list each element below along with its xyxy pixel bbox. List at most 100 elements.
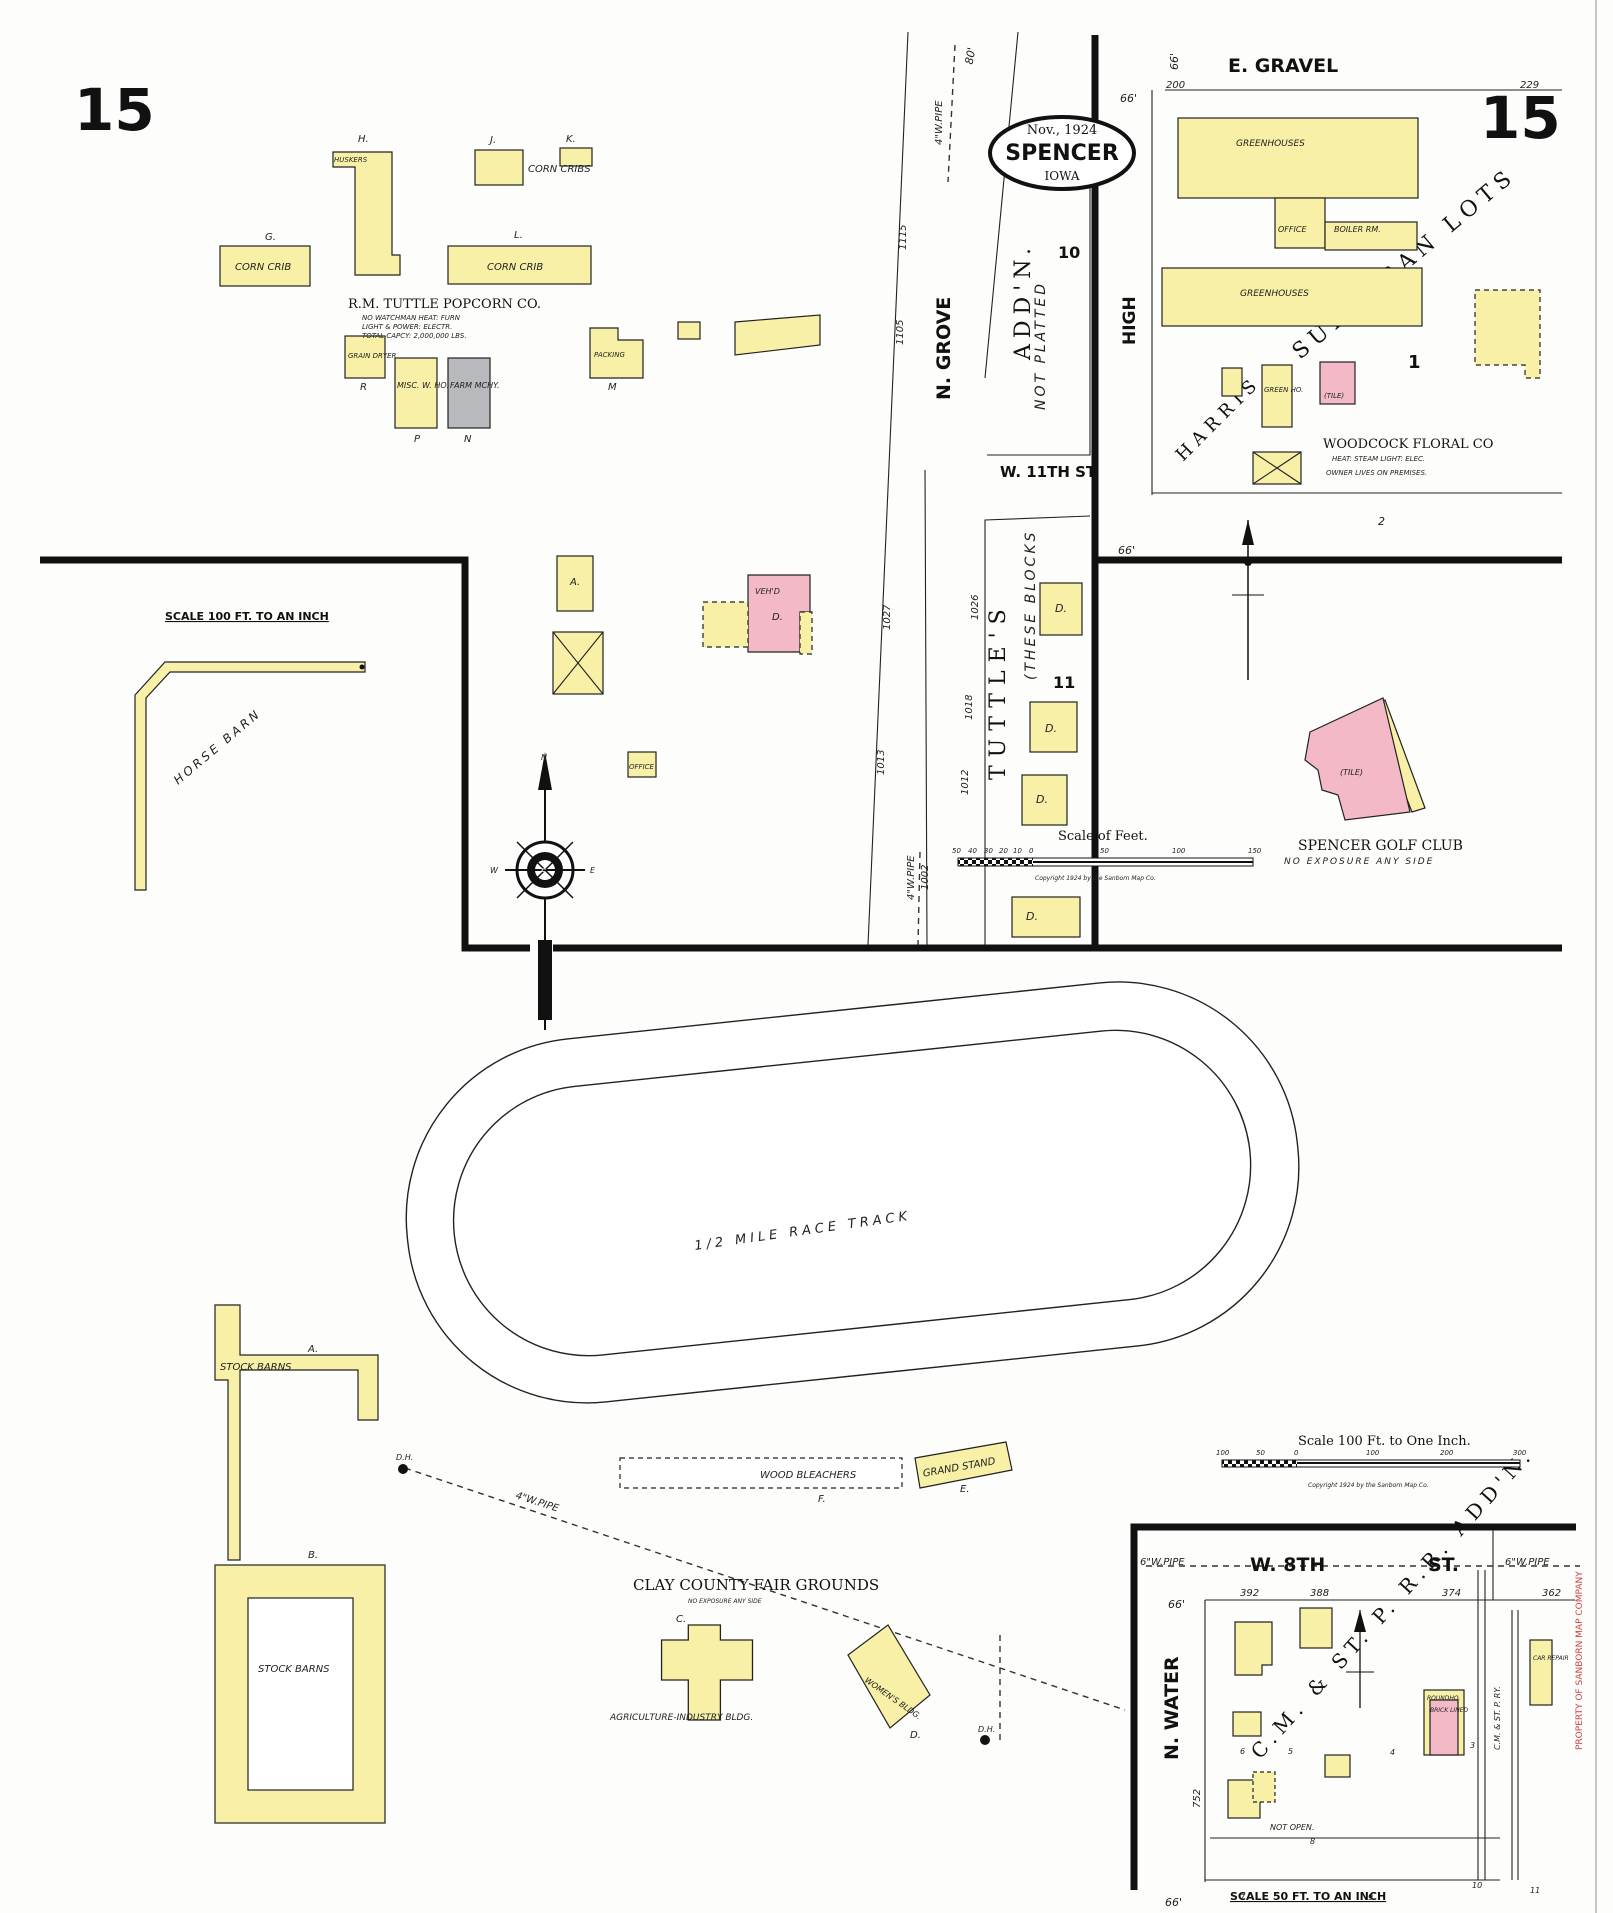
- svg-text:50: 50: [952, 847, 961, 855]
- title-cartouche: Nov., 1924 SPENCER IOWA: [988, 115, 1136, 191]
- title-state: IOWA: [1045, 169, 1080, 183]
- grove-addn-label: ADD'N.: [1011, 242, 1036, 361]
- pipe-label: 6"W.PIPE: [1140, 1557, 1185, 1568]
- svg-text:40: 40: [968, 847, 977, 855]
- svg-text:0: 0: [1029, 847, 1034, 855]
- svg-text:H.: H.: [358, 134, 369, 145]
- svg-text:R: R: [360, 382, 367, 393]
- svg-text:D.: D.: [1026, 910, 1038, 923]
- lower-block-buildings: [1227, 1607, 1553, 1819]
- svg-text:374: 374: [1442, 1588, 1461, 1599]
- svg-text:100: 100: [1216, 1449, 1230, 1457]
- street-high: HIGH: [1120, 296, 1140, 345]
- street-w-8th: W. 8TH: [1250, 1554, 1325, 1576]
- compass-w: W: [490, 866, 499, 875]
- svg-text:4: 4: [1390, 1748, 1395, 1757]
- pipe-label: 4"W.PIPE: [934, 100, 945, 145]
- svg-text:GREENHOUSES: GREENHOUSES: [1240, 289, 1309, 299]
- sanborn-stamp: PROPERTY OF SANBORN MAP COMPANY: [1575, 1571, 1585, 1750]
- svg-text:D.: D.: [1036, 793, 1048, 806]
- svg-text:WOOD BLEACHERS: WOOD BLEACHERS: [760, 1470, 857, 1481]
- svg-text:5: 5: [1288, 1747, 1293, 1756]
- svg-text:C.: C.: [676, 1614, 686, 1625]
- svg-text:9: 9: [1368, 1893, 1373, 1902]
- dwellings-block-11: [1011, 582, 1083, 938]
- scale-100: Scale 100 Ft. to One Inch. Copyright 192…: [1221, 1434, 1521, 1489]
- svg-text:50: 50: [1256, 1449, 1265, 1457]
- svg-text:F.: F.: [818, 1494, 826, 1505]
- race-track: [405, 981, 1300, 1404]
- fairgrounds-note: NO EXPOSURE ANY SIDE: [688, 1598, 762, 1605]
- svg-text:GREENHOUSES: GREENHOUSES: [1236, 139, 1305, 149]
- svg-text:229: 229: [1520, 80, 1539, 91]
- svg-text:K.: K.: [566, 134, 576, 145]
- compass-n: N: [541, 753, 547, 762]
- woodcock-floral: [1161, 117, 1541, 485]
- svg-text:D.: D.: [1055, 602, 1067, 615]
- golf-club-building: [1304, 697, 1426, 821]
- svg-text:GREEN HO.: GREEN HO.: [1264, 386, 1303, 394]
- svg-text:20: 20: [999, 847, 1008, 855]
- svg-text:M: M: [608, 382, 617, 393]
- svg-text:D.: D.: [1045, 722, 1057, 735]
- svg-text:E.: E.: [960, 1484, 970, 1495]
- sheet-number-right: 15: [1480, 84, 1561, 152]
- scale-of-feet: Scale of Feet. Copyright 1924 by the San…: [957, 829, 1254, 882]
- svg-text:Scale 100 Ft. to One Inch.: Scale 100 Ft. to One Inch.: [1298, 1434, 1471, 1449]
- title-date: Nov., 1924: [1027, 123, 1097, 138]
- svg-text:8: 8: [1310, 1837, 1315, 1846]
- compass-e: E: [590, 866, 596, 875]
- hydrant-icon: [980, 1735, 990, 1745]
- svg-text:0: 0: [1294, 1449, 1299, 1457]
- street-w-11th: W. 11TH ST.: [1000, 463, 1100, 481]
- svg-text:AGRICULTURE-INDUSTRY BLDG.: AGRICULTURE-INDUSTRY BLDG.: [609, 1713, 753, 1723]
- svg-text:6: 6: [1240, 1747, 1245, 1756]
- tuttles-label: TUTTLE'S: [986, 601, 1011, 780]
- popcorn-company: [219, 147, 821, 429]
- svg-text:752: 752: [1192, 1789, 1203, 1808]
- svg-text:D.H.: D.H.: [978, 1725, 995, 1734]
- golf-club-note: NO EXPOSURE ANY SIDE: [1284, 857, 1434, 867]
- svg-text:1105: 1105: [895, 320, 906, 345]
- north-arrow-icon: [1232, 520, 1264, 680]
- svg-text:392: 392: [1240, 1588, 1259, 1599]
- svg-text:P: P: [414, 434, 421, 445]
- lot-number: 2: [1378, 515, 1385, 528]
- popcorn-co-note: LIGHT & POWER: ELECTR.: [362, 323, 452, 331]
- svg-text:BOILER RM.: BOILER RM.: [1334, 225, 1381, 234]
- svg-text:PACKING: PACKING: [594, 351, 625, 359]
- svg-text:100: 100: [1172, 847, 1186, 855]
- svg-text:C.M. & ST. P. RY.: C.M. & ST. P. RY.: [1493, 1686, 1502, 1750]
- scale-of-feet-ticks: 50 40 30 20 10 0 50 100 150: [952, 847, 1262, 855]
- width-label: 66': [1118, 544, 1135, 557]
- golf-club-name: SPENCER GOLF CLUB: [1298, 838, 1463, 854]
- compass-rose-icon: [505, 752, 585, 1030]
- svg-text:A.: A.: [307, 1344, 318, 1355]
- svg-text:11: 11: [1530, 1886, 1540, 1895]
- svg-text:362: 362: [1542, 1588, 1561, 1599]
- svg-text:388: 388: [1310, 1588, 1329, 1599]
- svg-text:Scale of Feet.: Scale of Feet.: [1058, 829, 1148, 844]
- svg-text:10: 10: [1013, 847, 1022, 855]
- svg-text:30: 30: [984, 847, 993, 855]
- svg-text:1013: 1013: [876, 750, 887, 775]
- svg-text:Copyright 1924 by the Sanborn: Copyright 1924 by the Sanborn Map Co.: [1035, 875, 1156, 882]
- building-code: A.: [569, 577, 580, 588]
- width-label: 66': [1168, 1598, 1185, 1611]
- svg-text:CORN CRIB: CORN CRIB: [487, 262, 543, 273]
- lot-number: 1: [1408, 352, 1421, 373]
- floral-name: WOODCOCK FLORAL CO: [1323, 437, 1493, 452]
- stock-barns: [214, 1304, 1013, 1824]
- svg-text:CORN CRIBS: CORN CRIBS: [528, 164, 591, 175]
- width-label: 66': [1168, 53, 1181, 70]
- svg-text:HUSKERS: HUSKERS: [334, 156, 368, 164]
- svg-text:1026: 1026: [970, 595, 981, 620]
- not-platted-label: NOT PLATTED: [1033, 281, 1049, 410]
- svg-text:1027: 1027: [882, 604, 893, 630]
- svg-text:100: 100: [1366, 1449, 1380, 1457]
- sheet-number-left: 15: [74, 76, 155, 144]
- scale-50-label: SCALE 50 FT. TO AN INCH: [1230, 1890, 1386, 1903]
- svg-text:(TILE): (TILE): [1324, 392, 1344, 400]
- these-blocks-label: (THESE BLOCKS: [1023, 530, 1039, 680]
